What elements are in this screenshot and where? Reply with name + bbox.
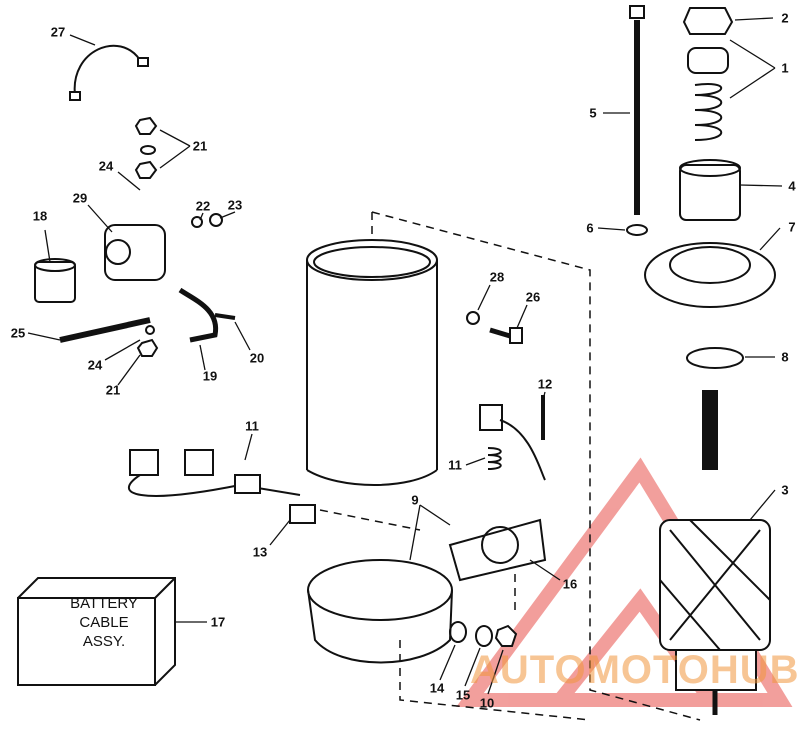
callout-number: 6 (586, 220, 594, 236)
battery-label-line: CABLE (79, 614, 129, 631)
battery-cable-label: BATTERY CABLE ASSY. (44, 594, 164, 651)
callout-number: 21 (192, 138, 208, 154)
battery-label-line: ASSY. (82, 633, 126, 650)
callout-number: 13 (252, 544, 268, 560)
callout-number: 15 (455, 687, 471, 703)
callout-number: 24 (87, 357, 103, 373)
callout-number: 23 (227, 197, 243, 213)
callout-number: 14 (429, 680, 445, 696)
callout-number: 24 (98, 158, 114, 174)
callout-number: 21 (105, 382, 121, 398)
callout-number: 22 (195, 198, 211, 214)
callout-number: 8 (781, 349, 789, 365)
callout-number: 29 (72, 190, 88, 206)
callout-number: 10 (479, 695, 495, 711)
callout-number: 9 (411, 492, 419, 508)
watermark-text: AUTOMOTOHUB (470, 648, 800, 692)
callout-number: 1 (781, 60, 789, 76)
callout-number: 3 (781, 482, 789, 498)
callout-number: 2 (781, 10, 789, 26)
callout-number: 7 (788, 219, 796, 235)
frame-housing (306, 260, 438, 470)
assembly-lines (319, 211, 701, 721)
callout-number: 17 (210, 614, 226, 630)
solenoid-boot (34, 261, 76, 303)
ground-wire (73, 44, 141, 96)
callout-number: 4 (788, 178, 796, 194)
callout-number: 5 (589, 105, 597, 121)
callout-number: 12 (537, 376, 553, 392)
drive-pinion (679, 164, 741, 221)
callout-number: 20 (249, 350, 265, 366)
callout-number: 28 (489, 269, 505, 285)
callout-number: 16 (562, 576, 578, 592)
battery-label-line: BATTERY (70, 595, 138, 612)
drive-end-cap (644, 242, 776, 308)
callout-number: 11 (245, 418, 259, 434)
callout-number: 18 (32, 208, 48, 224)
callout-number: 11 (448, 457, 462, 473)
callout-number: 27 (50, 24, 66, 40)
solenoid (104, 224, 166, 281)
callout-number: 19 (202, 368, 218, 384)
callout-number: 26 (525, 289, 541, 305)
callout-number: 25 (10, 325, 26, 341)
commutator-end-cap (307, 559, 453, 621)
brush-plate (448, 518, 547, 582)
